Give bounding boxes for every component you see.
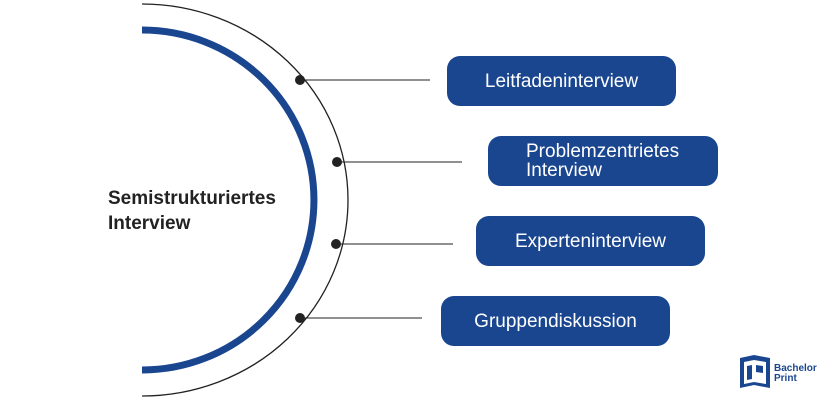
item-label-line-1: Problemzentrietes (526, 141, 680, 162)
item-label-line-2: Interview (526, 160, 603, 181)
center-label-line-2: Interview (108, 213, 191, 234)
center-label: Semistrukturiertes Interview (108, 186, 276, 236)
connector-dot (295, 75, 305, 85)
connector-dot (332, 157, 342, 167)
connector-dot (331, 239, 341, 249)
item-label: Experteninterview (514, 230, 667, 252)
connector-dot (295, 313, 305, 323)
connector-1 (295, 75, 430, 85)
logo-line-2: Print (774, 373, 797, 384)
bachelorprint-logo-icon (740, 355, 770, 388)
item-pill-leitfadeninterview: Leitfadeninterview (447, 56, 676, 106)
connector-4 (295, 313, 422, 323)
item-label: Gruppendiskussion (474, 310, 637, 332)
connector-2 (332, 157, 462, 167)
item-pill-gruppendiskussion: Gruppendiskussion (441, 296, 670, 346)
logo-wordmark: Bachelor Print (774, 364, 817, 384)
inner-arc (141, 26, 318, 374)
connector-3 (331, 239, 453, 249)
item-label: Leitfadeninterview (484, 70, 639, 92)
item-pill-problemzentrietes-interview: Problemzentrietes Interview (488, 136, 718, 186)
outer-arc (141, 3, 349, 397)
center-label-line-1: Semistrukturiertes (108, 188, 276, 209)
logo-line-1: Bachelor (774, 363, 817, 374)
item-pill-experteninterview: Experteninterview (476, 216, 705, 266)
